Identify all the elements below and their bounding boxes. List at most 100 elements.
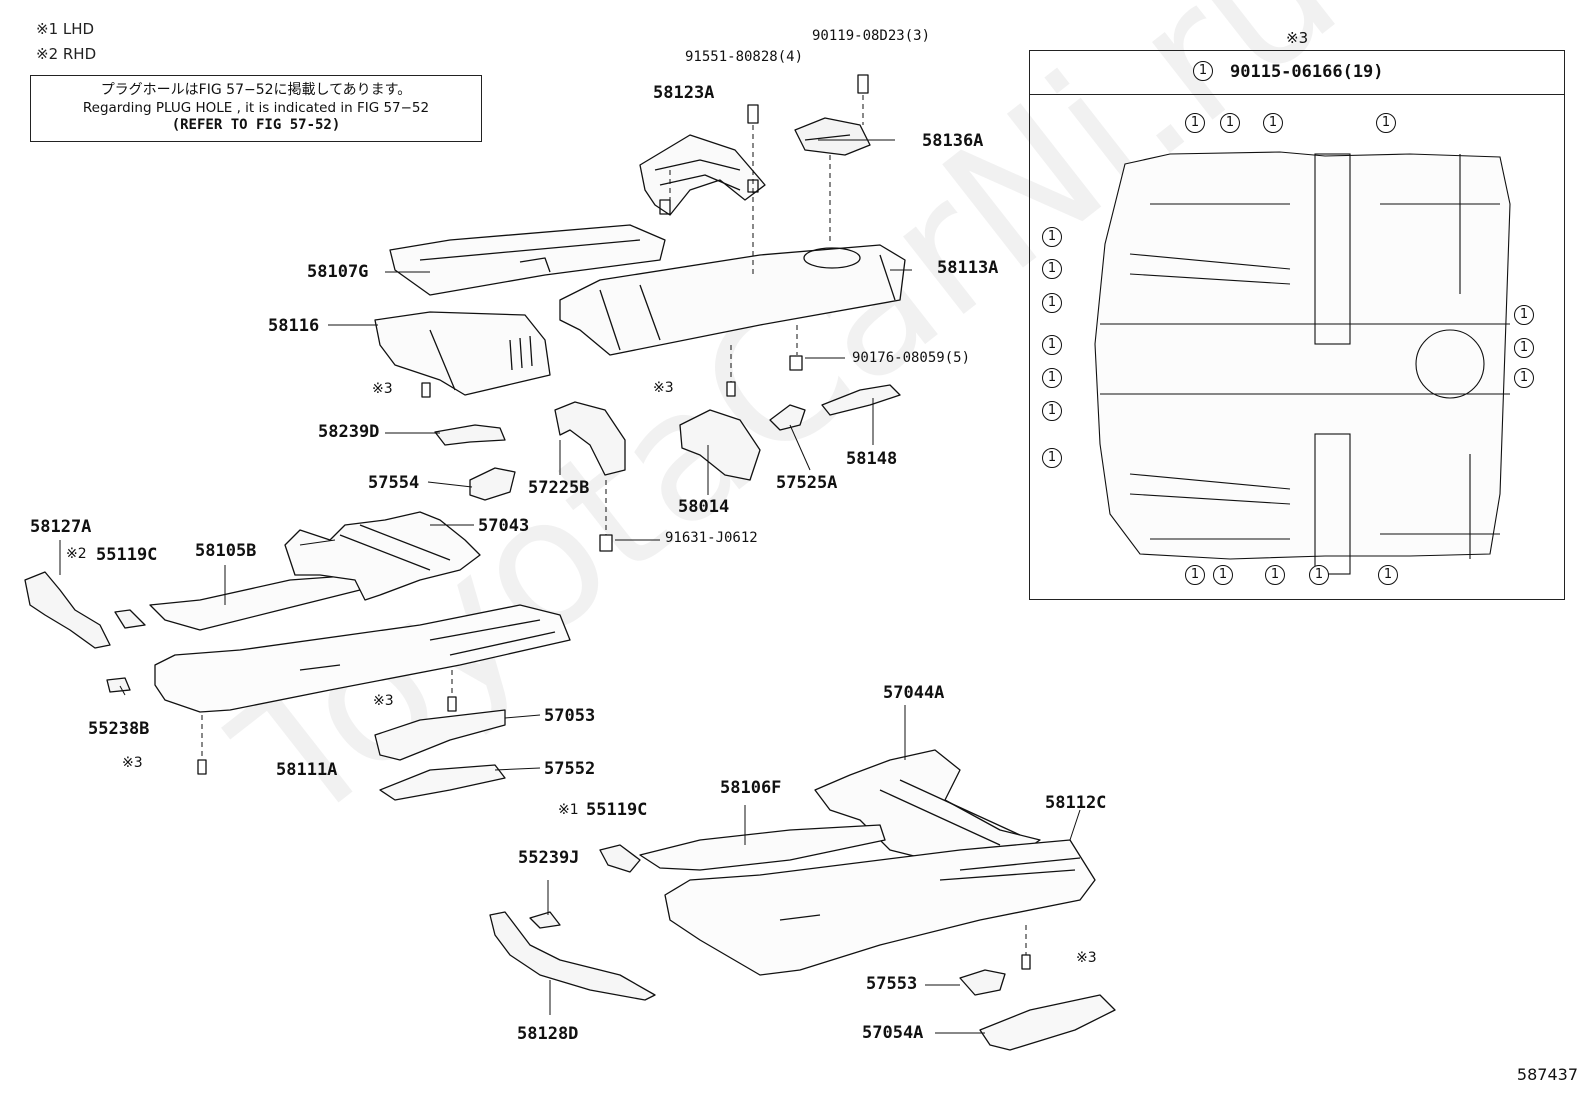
label-58107G: 58107G xyxy=(307,262,369,282)
part-55239J-drawing xyxy=(529,911,561,929)
label-55239J: 55239J xyxy=(518,848,580,868)
circle-1-marker: 1 xyxy=(1042,227,1062,247)
ref-mark-1: ※1 xyxy=(558,802,579,818)
part-58113A-drawing xyxy=(559,244,906,356)
part-57053-drawing xyxy=(374,709,506,761)
label-bolt-91631: 91631-J0612 xyxy=(665,530,758,546)
part-58127A-drawing xyxy=(24,571,111,649)
part-58014-drawing xyxy=(679,409,761,481)
note-line-en: Regarding PLUG HOLE , it is indicated in… xyxy=(82,100,430,116)
label-55238B: 55238B xyxy=(88,719,150,739)
label-57554: 57554 xyxy=(368,473,420,493)
part-58107G-drawing xyxy=(389,224,666,296)
circle-1-marker: 1 xyxy=(1265,565,1285,585)
label-58136A: 58136A xyxy=(922,131,984,151)
note-line-ref: (REFER TO FIG 57-52) xyxy=(171,117,341,133)
circle-1-marker: 1 xyxy=(1213,565,1233,585)
part-57054A-drawing xyxy=(979,994,1116,1051)
label-58148: 58148 xyxy=(846,449,898,469)
label-bolt-90176: 90176-08059(5) xyxy=(852,350,971,366)
inset-bolt-number: 90115-06166(19) xyxy=(1230,62,1384,82)
part-55119C-lower-drawing xyxy=(599,844,641,873)
note-line-jp: プラグホールはFIG 57−52に掲載してあります。 xyxy=(100,82,412,98)
part-58239D-drawing xyxy=(434,424,506,446)
label-57553: 57553 xyxy=(866,974,918,994)
circle-1-marker: 1 xyxy=(1042,448,1062,468)
label-bolt-90119: 90119-08D23(3) xyxy=(812,28,931,44)
circle-1-marker: 1 xyxy=(1263,113,1283,133)
circle-1-marker: 1 xyxy=(1042,368,1062,388)
leader-lines xyxy=(59,139,1081,1034)
part-58136A-drawing xyxy=(794,117,871,156)
label-57552: 57552 xyxy=(544,759,596,779)
part-58106F-drawing xyxy=(639,824,886,871)
label-55119C-upper: 55119C xyxy=(96,545,158,565)
inset-title: ※3 xyxy=(1286,29,1309,47)
part-57044A-drawing xyxy=(814,749,1041,861)
ref-mark-2: ※2 xyxy=(66,546,87,562)
ref-mark-3: ※3 xyxy=(1076,950,1097,966)
label-58106F: 58106F xyxy=(720,778,782,798)
label-58127A: 58127A xyxy=(30,517,92,537)
label-58116: 58116 xyxy=(268,316,320,336)
label-58014: 58014 xyxy=(678,497,730,517)
label-58112C: 58112C xyxy=(1045,793,1107,813)
part-58116-drawing xyxy=(374,311,551,396)
ref-mark-3: ※3 xyxy=(653,380,674,396)
label-55119C-lower: 55119C xyxy=(586,800,648,820)
ref-mark-3: ※3 xyxy=(372,381,393,397)
part-58148-drawing xyxy=(821,384,901,416)
label-58123A: 58123A xyxy=(653,83,715,103)
ref-mark-3: ※3 xyxy=(122,755,143,771)
circle-1-marker: 1 xyxy=(1378,565,1398,585)
circle-1-marker: 1 xyxy=(1042,401,1062,421)
dashed-leaders xyxy=(201,95,1027,955)
part-55238B-drawing xyxy=(106,677,131,693)
part-58105B-drawing xyxy=(149,574,361,631)
circle-1-marker: 1 xyxy=(1514,338,1534,358)
figure-number: 587437 xyxy=(1516,1065,1578,1084)
part-58111A-drawing xyxy=(154,604,571,713)
circle-1-marker: 1 xyxy=(1185,113,1205,133)
label-58105B: 58105B xyxy=(195,541,257,561)
label-58239D: 58239D xyxy=(318,422,380,442)
part-57554-drawing xyxy=(469,467,516,501)
label-57043: 57043 xyxy=(478,516,530,536)
part-58123A-drawing xyxy=(639,134,766,216)
part-57553-drawing xyxy=(959,969,1006,996)
ref-mark-3: ※3 xyxy=(373,693,394,709)
part-58112C-drawing xyxy=(664,839,1096,976)
legend-lhd: ※1 LHD xyxy=(36,20,95,38)
circle-1-marker: 1 xyxy=(1185,565,1205,585)
label-57525A: 57525A xyxy=(776,473,838,493)
inset-panel: 1 90115-06166(19) 1 1 1 1 1 1 1 1 1 1 1 … xyxy=(1029,50,1565,600)
label-58111A: 58111A xyxy=(276,760,338,780)
label-57044A: 57044A xyxy=(883,683,945,703)
circle-1-marker: 1 xyxy=(1376,113,1396,133)
circle-1-marker: 1 xyxy=(1193,61,1213,81)
label-58128D: 58128D xyxy=(517,1024,579,1044)
label-58113A: 58113A xyxy=(937,258,999,278)
label-57053: 57053 xyxy=(544,706,596,726)
label-57225B: 57225B xyxy=(528,478,590,498)
label-57054A: 57054A xyxy=(862,1023,924,1043)
bolt-icons xyxy=(197,74,1031,970)
part-57552-drawing xyxy=(379,764,506,801)
part-57225B-drawing xyxy=(554,401,626,476)
circle-1-marker: 1 xyxy=(1309,565,1329,585)
circle-1-marker: 1 xyxy=(1514,305,1534,325)
circle-1-marker: 1 xyxy=(1042,335,1062,355)
circle-1-marker: 1 xyxy=(1042,259,1062,279)
part-57525A-drawing xyxy=(769,404,806,431)
part-55119C-upper-drawing xyxy=(114,609,146,629)
legend-rhd: ※2 RHD xyxy=(36,45,97,63)
plug-hole-note: プラグホールはFIG 57−52に掲載してあります。 Regarding PLU… xyxy=(30,75,482,142)
part-58128D-drawing xyxy=(489,911,656,1001)
label-bolt-91551: 91551-80828(4) xyxy=(685,49,804,65)
inset-floor-drawing xyxy=(1094,151,1511,575)
inset-header: 1 90115-06166(19) xyxy=(1030,51,1564,95)
circle-1-marker: 1 xyxy=(1220,113,1240,133)
circle-1-marker: 1 xyxy=(1514,368,1534,388)
